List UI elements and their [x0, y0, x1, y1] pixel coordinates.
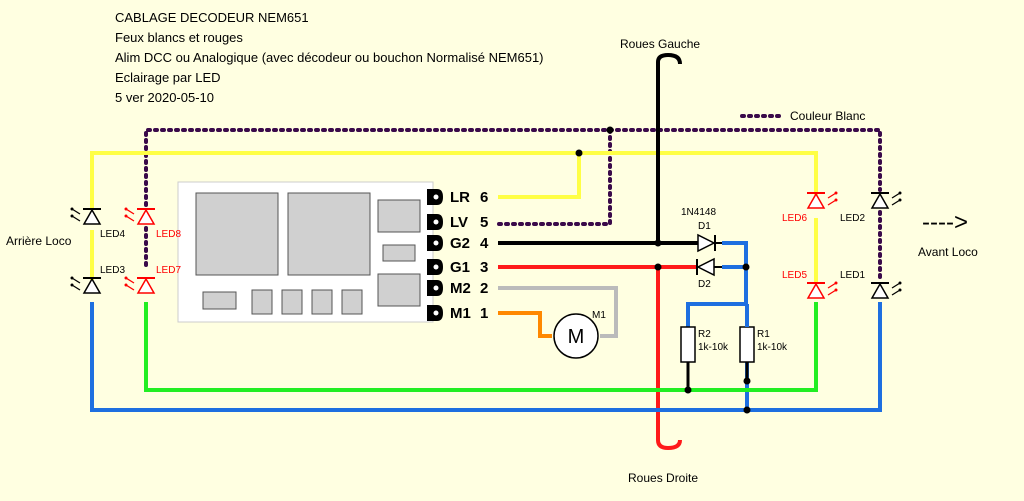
motor-m1: M: [553, 313, 599, 359]
pin-lv: LV 5: [427, 214, 488, 231]
pin-name: LV: [450, 214, 468, 231]
pin-g1: G1 3: [427, 259, 488, 276]
pin-number: 4: [480, 235, 489, 252]
led4: LED4: [70, 207, 125, 240]
couleur-blanc-label: Couleur Blanc: [790, 109, 865, 123]
junction-dot: [575, 149, 583, 157]
pin-number: 2: [480, 280, 488, 297]
led3-label: LED3: [100, 265, 125, 276]
pin-connectors: LR 6LV 5G2 4G1 3M2 2M1 1: [427, 189, 489, 322]
led8: LED8: [124, 207, 181, 240]
title-line-4: Eclairage par LED: [115, 70, 221, 85]
diode-d2: [696, 257, 722, 277]
title-line-5: 5 ver 2020-05-10: [115, 90, 214, 105]
pin-number: 1: [480, 305, 488, 322]
avant-arrow: ---->: [922, 209, 968, 236]
r2-label: R2: [698, 329, 711, 340]
led7-label: LED7: [156, 265, 181, 276]
led8-label: LED8: [156, 229, 181, 240]
pin-m1: M1 1: [427, 305, 488, 322]
pin-m2: M2 2: [427, 280, 488, 297]
led6: LED6: [782, 191, 838, 224]
r1-value: 1k-10k: [757, 342, 788, 353]
title-line-3: Alim DCC ou Analogique (avec décodeur ou…: [115, 50, 544, 65]
junction-dot: [606, 126, 614, 134]
led1-label: LED1: [840, 270, 865, 281]
led1: LED1: [840, 270, 902, 299]
title-line-1: CABLAGE DECODEUR NEM651: [115, 10, 309, 25]
diode-d2-label: D2: [698, 279, 711, 290]
pin-number: 6: [480, 189, 488, 206]
roues-droite-label: Roues Droite: [628, 471, 698, 485]
r1-label: R1: [757, 329, 770, 340]
pin-name: M1: [450, 305, 471, 322]
pin-number: 5: [480, 214, 488, 231]
title-line-2: Feux blancs et rouges: [115, 30, 243, 45]
junction-dot: [654, 263, 662, 271]
avant-loco-label: Avant Loco: [918, 245, 978, 259]
diode-type-label: 1N4148: [681, 207, 716, 218]
pin-g2: G2 4: [427, 235, 489, 252]
led5-label: LED5: [782, 270, 807, 281]
motor-symbol: M: [568, 326, 585, 348]
led7: LED7: [124, 265, 181, 294]
yellow-wire: [90, 151, 818, 282]
led5: LED5: [782, 270, 838, 299]
black-wire: [498, 52, 698, 245]
dotted-white-wire: [144, 114, 882, 282]
orange-wire: [498, 311, 552, 338]
led3: LED3: [70, 265, 125, 294]
led6-label: LED6: [782, 213, 807, 224]
diode-d1-label: D1: [698, 221, 711, 232]
pin-name: M2: [450, 280, 471, 297]
gray-wire: [498, 286, 618, 338]
red-wire: [498, 265, 698, 451]
decoder-board: [177, 181, 434, 323]
led2-label: LED2: [840, 213, 865, 224]
junction-dot: [654, 239, 662, 247]
led4-label: LED4: [100, 229, 125, 240]
resistor-r2: [680, 326, 696, 363]
pin-name: G2: [450, 235, 470, 252]
pin-lr: LR 6: [427, 189, 488, 206]
pin-name: LR: [450, 189, 470, 206]
junction-dot: [743, 406, 751, 414]
green-wire: [144, 302, 818, 392]
r2-value: 1k-10k: [698, 342, 729, 353]
motor-label: M1: [592, 310, 606, 321]
junction-dot: [742, 263, 750, 271]
led2: LED2: [840, 191, 902, 224]
pin-number: 3: [480, 259, 488, 276]
arriere-loco-label: Arrière Loco: [6, 234, 72, 248]
resistor-r1: [739, 326, 755, 363]
pin-name: G1: [450, 259, 470, 276]
roues-gauche-label: Roues Gauche: [620, 37, 700, 51]
diode-d1: [697, 233, 722, 253]
